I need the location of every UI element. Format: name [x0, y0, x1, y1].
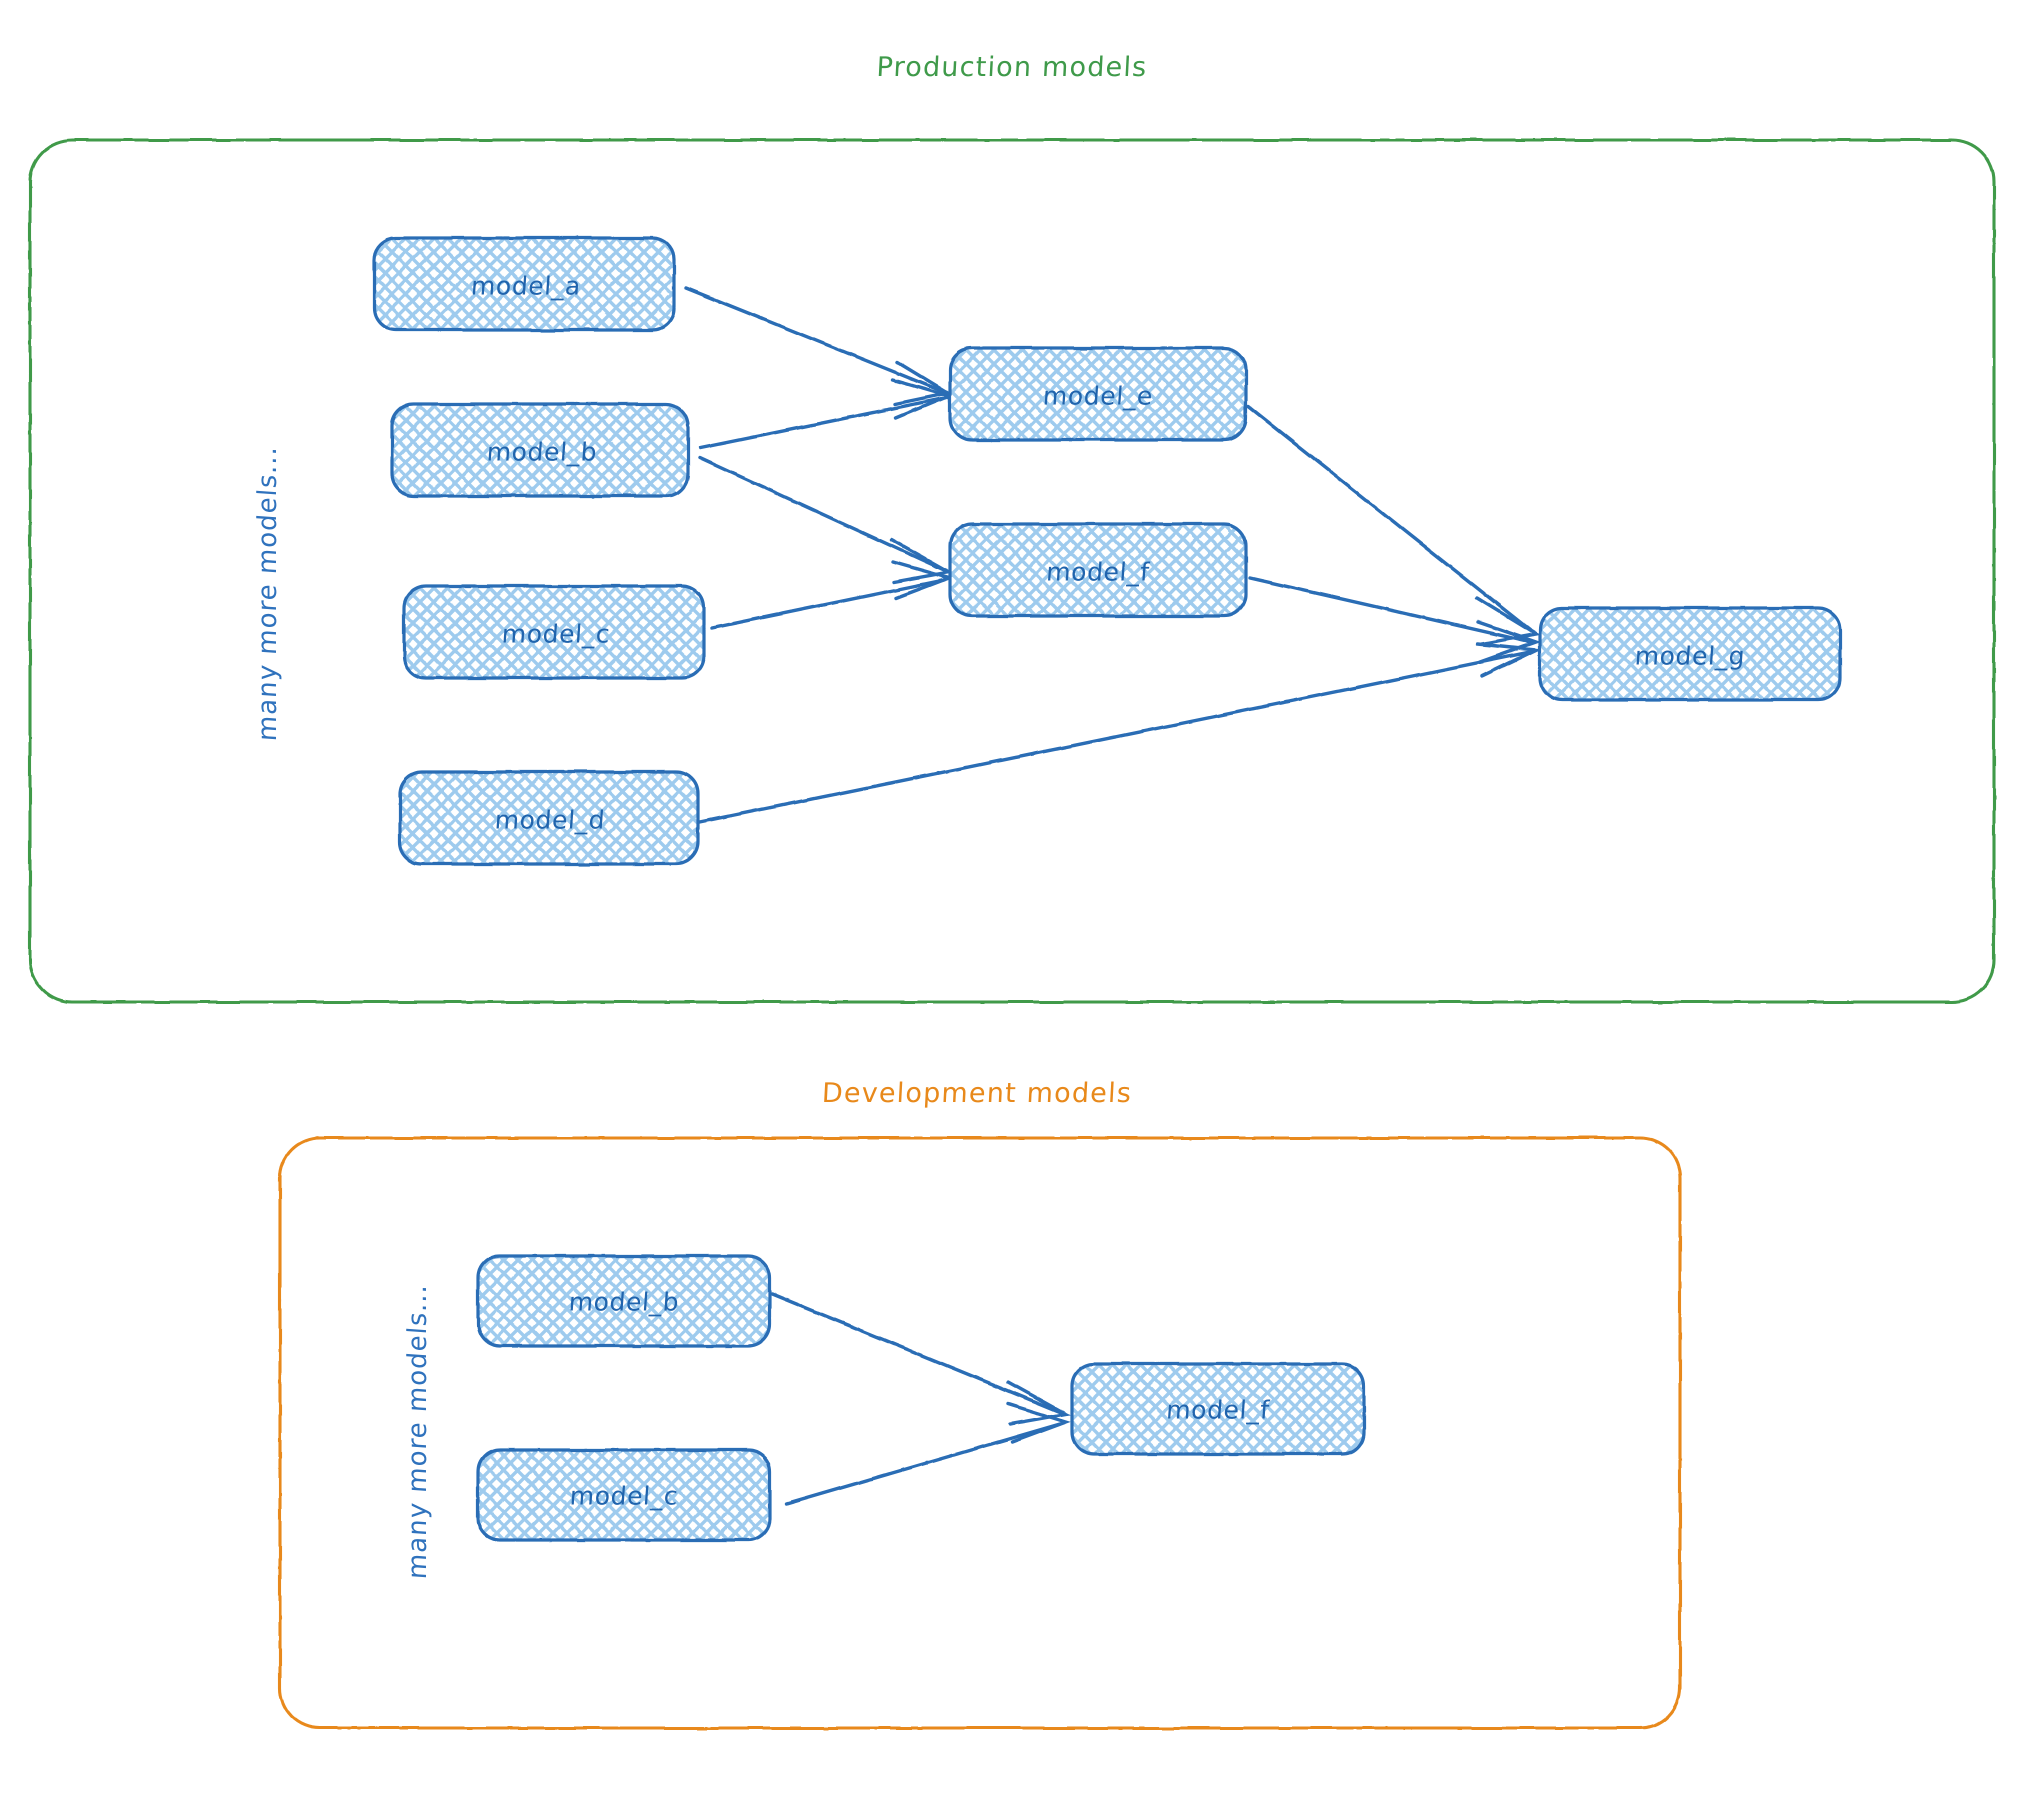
node-model-d[interactable]: [398, 770, 700, 866]
node-dev-model-f[interactable]: [1070, 1362, 1366, 1456]
production-group-title: Production models: [875, 52, 1149, 83]
node-model-c[interactable]: [402, 584, 706, 680]
edge-model-e-to-model-g: [1246, 404, 1541, 646]
edge-model-b-to-model-e: [698, 378, 955, 450]
development-edges: [770, 1292, 1072, 1506]
node-dev-model-c[interactable]: [476, 1448, 772, 1542]
production-nodes: [372, 236, 1842, 866]
node-dev-model-b[interactable]: [476, 1254, 772, 1348]
edge-dev-model-c-to-dev-model-f: [784, 1402, 1072, 1506]
edge-model-b-to-model-f: [698, 456, 954, 584]
node-model-a[interactable]: [372, 236, 676, 332]
edge-model-a-to-model-e: [684, 286, 953, 406]
node-model-g[interactable]: [1538, 606, 1842, 702]
edge-model-d-to-model-g: [698, 642, 1543, 824]
node-model-b[interactable]: [390, 402, 690, 498]
node-model-e[interactable]: [948, 346, 1248, 442]
development-side-label: many more models...: [403, 1282, 433, 1581]
edge-dev-model-b-to-dev-model-f: [770, 1292, 1072, 1426]
production-side-label: many more models...: [253, 444, 283, 743]
development-group-border: [278, 1136, 1682, 1730]
node-model-f[interactable]: [948, 522, 1248, 618]
production-edges: [684, 286, 1543, 824]
development-nodes: [476, 1254, 1366, 1542]
edge-model-c-to-model-f: [710, 560, 955, 630]
edge-model-f-to-model-g: [1248, 576, 1542, 664]
production-group-border: [28, 138, 1996, 1004]
development-group-title: Development models: [821, 1078, 1133, 1109]
